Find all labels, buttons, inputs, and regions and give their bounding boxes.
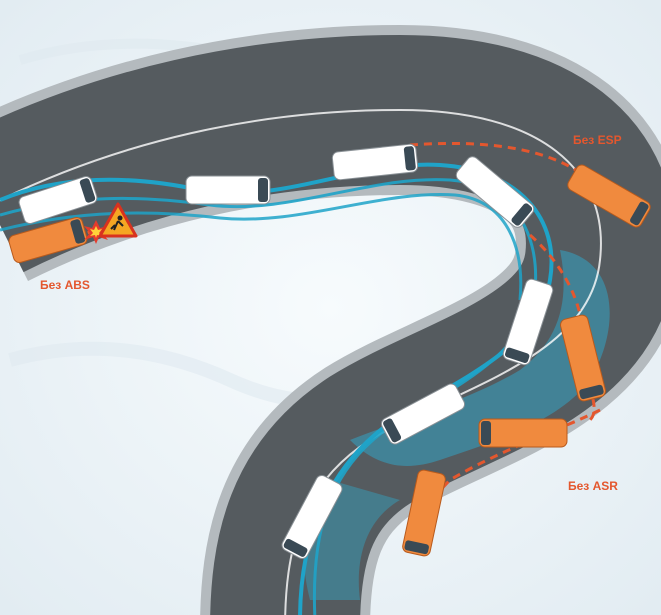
van-white [502, 278, 554, 366]
van-white [185, 175, 271, 205]
label-no-esp: Без ESP [573, 133, 622, 147]
road-works-warning-sign-icon [98, 202, 138, 238]
van-white [380, 383, 466, 445]
van-white [18, 176, 98, 224]
trajectory-no-abs [19, 228, 96, 252]
van-orange-no-asr [402, 469, 446, 557]
van-orange-no-asr [478, 418, 568, 448]
road-center-line [0, 108, 602, 615]
van-white [455, 156, 535, 228]
van-orange-no-esp [567, 164, 651, 228]
van-orange-no-asr [560, 314, 606, 402]
ice-patch [350, 250, 610, 466]
van-white [281, 474, 343, 560]
van-orange-no-abs [8, 216, 88, 264]
label-no-asr: Без ASR [568, 479, 618, 493]
label-no-abs: Без ABS [40, 278, 90, 292]
van-white [331, 143, 419, 181]
